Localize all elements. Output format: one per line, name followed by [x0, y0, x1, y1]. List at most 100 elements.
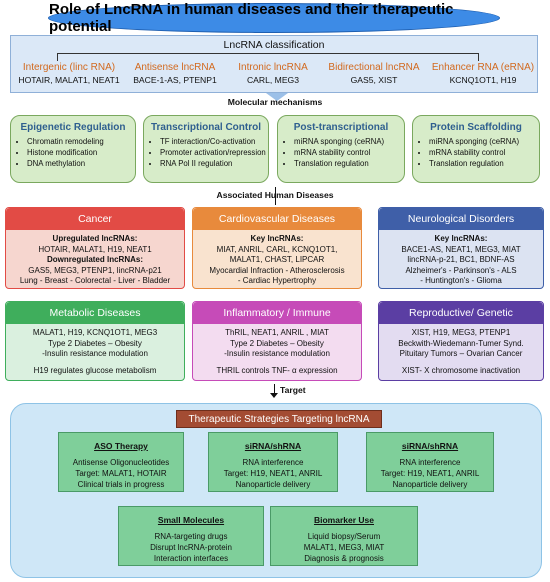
strategy-line: Target: MALAT1, HOTAIR — [75, 469, 167, 478]
disease-title: Cancer — [6, 208, 184, 230]
disease-line: MALAT1, H19, KCNQ1OT1, MEG3 — [32, 328, 158, 337]
strategy-line: RNA interference — [242, 458, 304, 467]
mechanism-item: miRNA sponging (ceRNA) — [294, 136, 404, 147]
disease-line: Lung - Breast - Colorectal - Liver - Bla… — [19, 276, 171, 286]
strategy-title: Biomarker Use — [313, 515, 374, 525]
mechanism-title: Post-transcriptional — [293, 122, 389, 133]
disease-title: Inflammatory / Immune — [193, 302, 361, 324]
class-name: Intergenic (linc RNA) — [22, 62, 116, 73]
mechanism-title: Epigenetic Regulation — [20, 122, 126, 133]
mechanism-item: mRNA stability control — [429, 147, 539, 158]
disease-line: Upregulated lncRNAs: — [52, 234, 138, 243]
strategy-line: Diagnosis & prognosis — [304, 554, 384, 563]
disease-line: Key lncRNAs: — [434, 234, 488, 243]
class-examples: CARL, MEG3 — [246, 75, 300, 85]
disease-line: - Cardiac Hypertrophy — [237, 276, 317, 286]
molecular-mechanisms-label: Molecular mechanisms — [227, 97, 323, 107]
strategy-sirna-1: siRNA/shRNA RNA interference Target: H19… — [208, 432, 338, 492]
down-arrow-icon — [275, 187, 276, 205]
strategy-sirna-2: siRNA/shRNA RNA interference Target: H19… — [366, 432, 494, 492]
class-name: Enhancer RNA (eRNA) — [431, 62, 535, 73]
strategy-aso: ASO Therapy Antisense Oligonucleotides T… — [58, 432, 184, 492]
disease-line: THRIL controls TNF- α expression — [216, 365, 338, 375]
disease-title: Reproductive/ Genetic — [379, 302, 543, 324]
disease-line: Beckwith-Wiedemann-Tumer Synd. — [398, 338, 524, 348]
strategy-line: Antisense Oligonucleotides — [72, 458, 170, 467]
disease-reproductive: Reproductive/ Genetic XIST, H19, MEG3, P… — [378, 301, 544, 381]
mechanism-item: Translation regulation — [429, 158, 539, 169]
mechanism-item: Histone modification — [27, 147, 135, 158]
disease-neurological: Neurological Disorders Key lncRNAs: BACE… — [378, 207, 544, 289]
mechanism-epigenetic: Epigenetic Regulation Chromatin remodeli… — [10, 115, 136, 183]
title-text: Role of LncRNA in human diseases and the… — [49, 1, 454, 35]
mechanism-item: Promoter activation/repression — [160, 147, 268, 158]
strategy-title: ASO Therapy — [94, 441, 148, 451]
disease-line: - Huntington's - Glioma — [420, 276, 502, 286]
strategy-line: Nanoparticle delivery — [392, 480, 468, 489]
strategy-line: Nanoparticle delivery — [235, 480, 311, 489]
down-chevron-icon — [266, 93, 288, 101]
disease-title: Metabolic Diseases — [6, 302, 184, 324]
strategy-biomarker: Biomarker Use Liquid biopsy/Serum MALAT1… — [270, 506, 418, 566]
strategy-line: Target: H19, NEAT1, ANRIL — [223, 469, 323, 478]
strategy-line: RNA interference — [399, 458, 461, 467]
strategy-small-molecules: Small Molecules RNA-targeting drugs Disr… — [118, 506, 264, 566]
strategy-line: Disrupt lncRNA-protein — [150, 543, 232, 552]
disease-line: XIST, H19, MEG3, PTENP1 — [411, 328, 511, 337]
disease-line: H19 regulates glucose metabolism — [33, 365, 157, 375]
mechanism-item: Translation regulation — [294, 158, 404, 169]
therapeutic-header-text: Therapeutic Strategies Targeting lncRNA — [188, 413, 370, 425]
disease-line: Type 2 Diabetes – Obesity — [48, 338, 142, 348]
mechanism-transcriptional: Transcriptional Control TF interaction/C… — [143, 115, 269, 183]
class-name: Intronic lncRNA — [238, 62, 308, 73]
strategy-line: RNA-targeting drugs — [154, 532, 228, 541]
strategy-line: Clinical trials in progress — [77, 480, 165, 489]
disease-line: Pituitary Tumors – Ovarian Cancer — [399, 349, 523, 359]
disease-metabolic: Metabolic Diseases MALAT1, H19, KCNQ1OT1… — [5, 301, 185, 381]
disease-line: MIAT, ANRIL, CARL, KCNQ1OT1, — [216, 244, 338, 254]
mechanism-item: miRNA sponging (ceRNA) — [429, 136, 539, 147]
classification-panel: LncRNA classification Intergenic (linc R… — [10, 35, 538, 93]
disease-cancer: Cancer Upregulated lncRNAs: HOTAIR, MALA… — [5, 207, 185, 289]
classification-bracket — [57, 53, 479, 61]
disease-title: Neurological Disorders — [379, 208, 543, 230]
class-examples: KCNQ1OT1, H19 — [449, 75, 517, 85]
mechanism-item: TF interaction/Co-activation — [160, 136, 268, 147]
target-label: Target — [280, 385, 306, 395]
disease-inflammatory: Inflammatory / Immune ThRIL, NEAT1, ANRI… — [192, 301, 362, 381]
strategy-line: MALAT1, MEG3, MIAT — [303, 543, 385, 552]
diagram-title: Role of LncRNA in human diseases and the… — [48, 1, 500, 35]
class-antisense: Antisense lncRNA BACE-1-AS, PTENP1 — [123, 62, 227, 85]
therapeutic-header: Therapeutic Strategies Targeting lncRNA — [176, 410, 382, 428]
disease-line: BACE1-AS, NEAT1, MEG3, MIAT — [401, 244, 521, 254]
disease-line: GAS5, MEG3, PTENP1, lincRNA-p21 — [28, 265, 162, 275]
strategy-title: siRNA/shRNA — [244, 441, 302, 451]
class-bidirectional: Bidirectional lncRNA GAS5, XIST — [319, 62, 429, 85]
disease-line: Alzheimer's - Parkinson's - ALS — [405, 265, 517, 275]
class-examples: GAS5, XIST — [350, 75, 398, 85]
disease-cardiovascular: Cardiovascular Diseases Key lncRNAs: MIA… — [192, 207, 362, 289]
strategy-line: Liquid biopsy/Serum — [307, 532, 381, 541]
classification-caption: LncRNA classification — [223, 39, 325, 51]
mechanism-item: Chromatin remodeling — [27, 136, 135, 147]
mechanism-title: Protein Scaffolding — [430, 122, 522, 133]
mechanism-item: RNA Pol II regulation — [160, 158, 268, 169]
class-name: Antisense lncRNA — [134, 62, 216, 73]
strategy-line: Interaction interfaces — [153, 554, 229, 563]
strategy-title: siRNA/shRNA — [401, 441, 459, 451]
disease-line: HOTAIR, MALAT1, H19, NEAT1 — [38, 244, 152, 254]
mechanism-title: Transcriptional Control — [150, 122, 261, 133]
disease-line: Myocardial Infraction - Atherosclerosis — [209, 265, 345, 275]
disease-line: lincRNA-p-21, BC1, BDNF-AS — [407, 255, 515, 265]
disease-line: -Insulin resistance modulation — [42, 349, 148, 359]
class-examples: BACE-1-AS, PTENP1 — [133, 75, 217, 85]
mechanism-post-transcriptional: Post-transcriptional miRNA sponging (ceR… — [277, 115, 405, 183]
class-enhancer: Enhancer RNA (eRNA) KCNQ1OT1, H19 — [429, 62, 537, 85]
class-name: Bidirectional lncRNA — [328, 62, 420, 73]
disease-line: MALAT1, CHAST, LIPCAR — [229, 255, 325, 265]
mechanism-item: mRNA stability control — [294, 147, 404, 158]
disease-line: XIST- X chromosome inactivation — [401, 365, 521, 375]
disease-line: Type 2 Diabetes – Obesity — [230, 338, 324, 348]
mechanism-protein-scaffolding: Protein Scaffolding miRNA sponging (ceRN… — [412, 115, 540, 183]
strategy-line: Target: H19, NEAT1, ANRIL — [380, 469, 480, 478]
